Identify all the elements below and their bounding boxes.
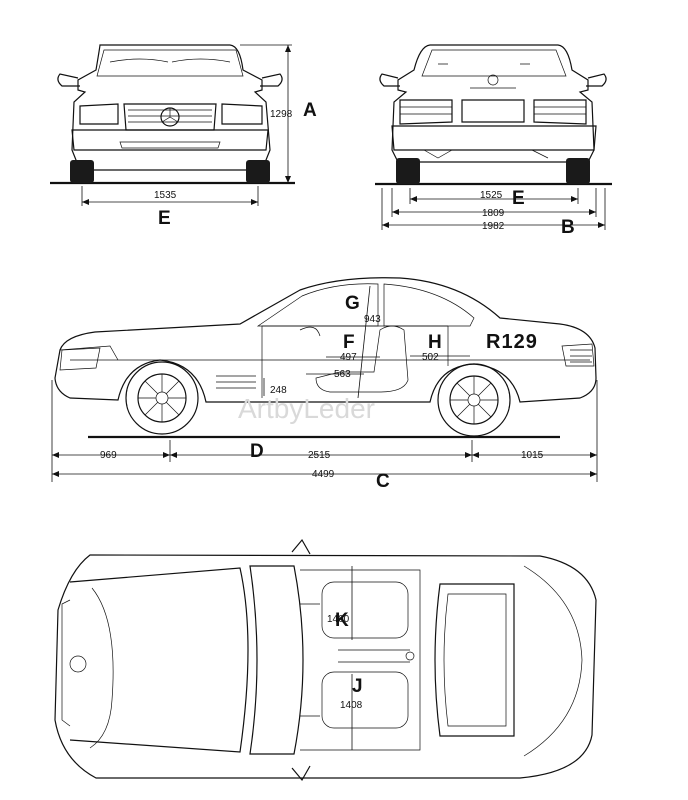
side-letter-c: C (376, 471, 390, 492)
front-height-value: 1298 (270, 109, 293, 120)
side-view (51, 277, 598, 482)
rear-width-mirrors-value: 1809 (482, 208, 505, 219)
top-view (54, 538, 597, 782)
side-letter-f: F (343, 332, 355, 353)
side-h-value: 502 (422, 352, 439, 363)
front-track-value: 1535 (154, 190, 177, 201)
side-f-value: 497 (340, 352, 357, 363)
top-letter-k: K (335, 610, 349, 631)
side-letter-h: H (428, 332, 442, 353)
watermark: ArtbyLeder (238, 393, 375, 424)
front-view (50, 44, 295, 206)
rear-view (375, 44, 612, 230)
rear-track-letter: E (512, 188, 525, 209)
model-label: R129 (486, 331, 538, 353)
top-j-value: 1408 (340, 700, 363, 711)
rear-track-value: 1525 (480, 190, 503, 201)
top-letter-j: J (352, 676, 363, 697)
side-letter-g: G (345, 293, 360, 314)
rear-overhang-value: 1015 (521, 450, 544, 461)
side-seat-height-value: 248 (270, 385, 287, 396)
front-track-letter: E (158, 208, 171, 229)
top-k-value: 1400 (327, 614, 350, 625)
rear-width-letter: B (561, 217, 575, 238)
front-height-letter: A (303, 100, 317, 121)
rear-width-value: 1982 (482, 221, 505, 232)
side-headroom-value: 943 (364, 314, 381, 325)
length-value: 4499 (312, 469, 335, 480)
front-overhang-value: 969 (100, 450, 117, 461)
wheelbase-value: 2515 (308, 450, 331, 461)
side-seat-value: 563 (334, 369, 351, 380)
side-letter-d: D (250, 441, 264, 462)
